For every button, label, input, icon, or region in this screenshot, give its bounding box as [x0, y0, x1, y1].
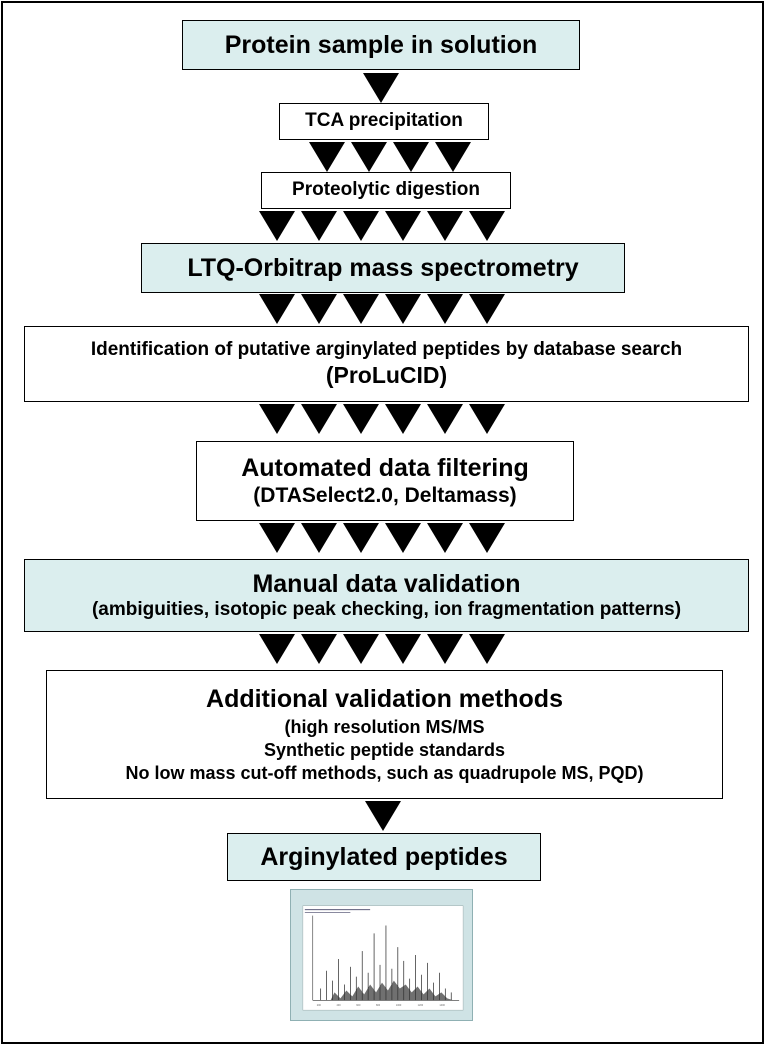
step-additional-validation: Additional validation methods (high reso… [46, 670, 723, 799]
step-ltq-orbitrap: LTQ-Orbitrap mass spectrometry [141, 243, 625, 293]
step-manual-validation: Manual data validation (ambiguities, iso… [24, 559, 749, 632]
down-arrow-icon [343, 634, 379, 664]
down-arrow-icon [259, 211, 295, 241]
step-automated-filtering: Automated data filtering (DTASelect2.0, … [196, 441, 574, 521]
svg-text:1400: 1400 [439, 1004, 445, 1007]
down-arrow-icon [385, 404, 421, 434]
arrow-group-2 [309, 142, 471, 172]
svg-text:200: 200 [317, 1004, 322, 1007]
down-arrow-icon [343, 523, 379, 553]
arrow-group-5 [259, 404, 505, 434]
arrow-group-8 [365, 801, 401, 831]
down-arrow-icon [427, 523, 463, 553]
down-arrow-icon [363, 73, 399, 103]
step-additional-validation-line3: Synthetic peptide standards [263, 740, 506, 761]
step-arginylated-peptides-label: Arginylated peptides [260, 843, 508, 871]
down-arrow-icon [385, 294, 421, 324]
step-automated-filtering-line2: (DTASelect2.0, Deltamass) [253, 484, 517, 508]
down-arrow-icon [301, 211, 337, 241]
down-arrow-icon [259, 523, 295, 553]
step-tca-precipitation: TCA precipitation [279, 103, 489, 140]
arrow-group-4 [259, 294, 505, 324]
step-additional-validation-line1: Additional validation methods [206, 685, 563, 714]
step-identification: Identification of putative arginylated p… [24, 326, 749, 402]
mass-spectrum-thumbnail: 200 400 600 800 1000 1200 1400 [290, 889, 473, 1021]
down-arrow-icon [427, 634, 463, 664]
down-arrow-icon [385, 211, 421, 241]
down-arrow-icon [309, 142, 345, 172]
down-arrow-icon [301, 523, 337, 553]
down-arrow-icon [301, 634, 337, 664]
arrow-group-3 [259, 211, 505, 241]
down-arrow-icon [469, 294, 505, 324]
svg-text:1200: 1200 [418, 1004, 424, 1007]
step-proteolytic-digestion-label: Proteolytic digestion [292, 179, 480, 201]
step-protein-sample: Protein sample in solution [182, 20, 580, 70]
svg-text:600: 600 [356, 1004, 361, 1007]
down-arrow-icon [259, 404, 295, 434]
step-automated-filtering-line1: Automated data filtering [241, 454, 529, 483]
down-arrow-icon [259, 634, 295, 664]
down-arrow-icon [385, 523, 421, 553]
svg-text:800: 800 [376, 1004, 381, 1007]
down-arrow-icon [343, 404, 379, 434]
down-arrow-icon [435, 142, 471, 172]
down-arrow-icon [343, 294, 379, 324]
arrow-group-6 [259, 523, 505, 553]
down-arrow-icon [301, 294, 337, 324]
down-arrow-icon [469, 523, 505, 553]
step-protein-sample-label: Protein sample in solution [224, 31, 538, 59]
step-additional-validation-line4: No low mass cut-off methods, such as qua… [125, 763, 644, 784]
step-identification-line1: Identification of putative arginylated p… [90, 338, 683, 360]
step-tca-precipitation-label: TCA precipitation [305, 110, 463, 132]
step-ltq-orbitrap-label: LTQ-Orbitrap mass spectrometry [187, 254, 579, 282]
down-arrow-icon [351, 142, 387, 172]
down-arrow-icon [365, 801, 401, 831]
step-proteolytic-digestion: Proteolytic digestion [261, 172, 511, 209]
arrow-group-7 [259, 634, 505, 664]
down-arrow-icon [259, 294, 295, 324]
step-manual-validation-line1: Manual data validation [252, 570, 521, 599]
step-identification-line2: (ProLuCID) [325, 361, 448, 388]
step-arginylated-peptides: Arginylated peptides [227, 833, 541, 881]
down-arrow-icon [385, 634, 421, 664]
arrow-group-1 [363, 73, 399, 103]
down-arrow-icon [427, 294, 463, 324]
svg-text:1000: 1000 [396, 1004, 402, 1007]
down-arrow-icon [469, 404, 505, 434]
svg-text:400: 400 [336, 1004, 341, 1007]
down-arrow-icon [393, 142, 429, 172]
down-arrow-icon [301, 404, 337, 434]
step-manual-validation-line2: (ambiguities, isotopic peak checking, io… [91, 599, 682, 621]
down-arrow-icon [469, 211, 505, 241]
down-arrow-icon [427, 211, 463, 241]
down-arrow-icon [469, 634, 505, 664]
down-arrow-icon [427, 404, 463, 434]
down-arrow-icon [343, 211, 379, 241]
step-additional-validation-line2: (high resolution MS/MS [284, 716, 485, 737]
mass-spectrum-image: 200 400 600 800 1000 1200 1400 [302, 905, 464, 1011]
